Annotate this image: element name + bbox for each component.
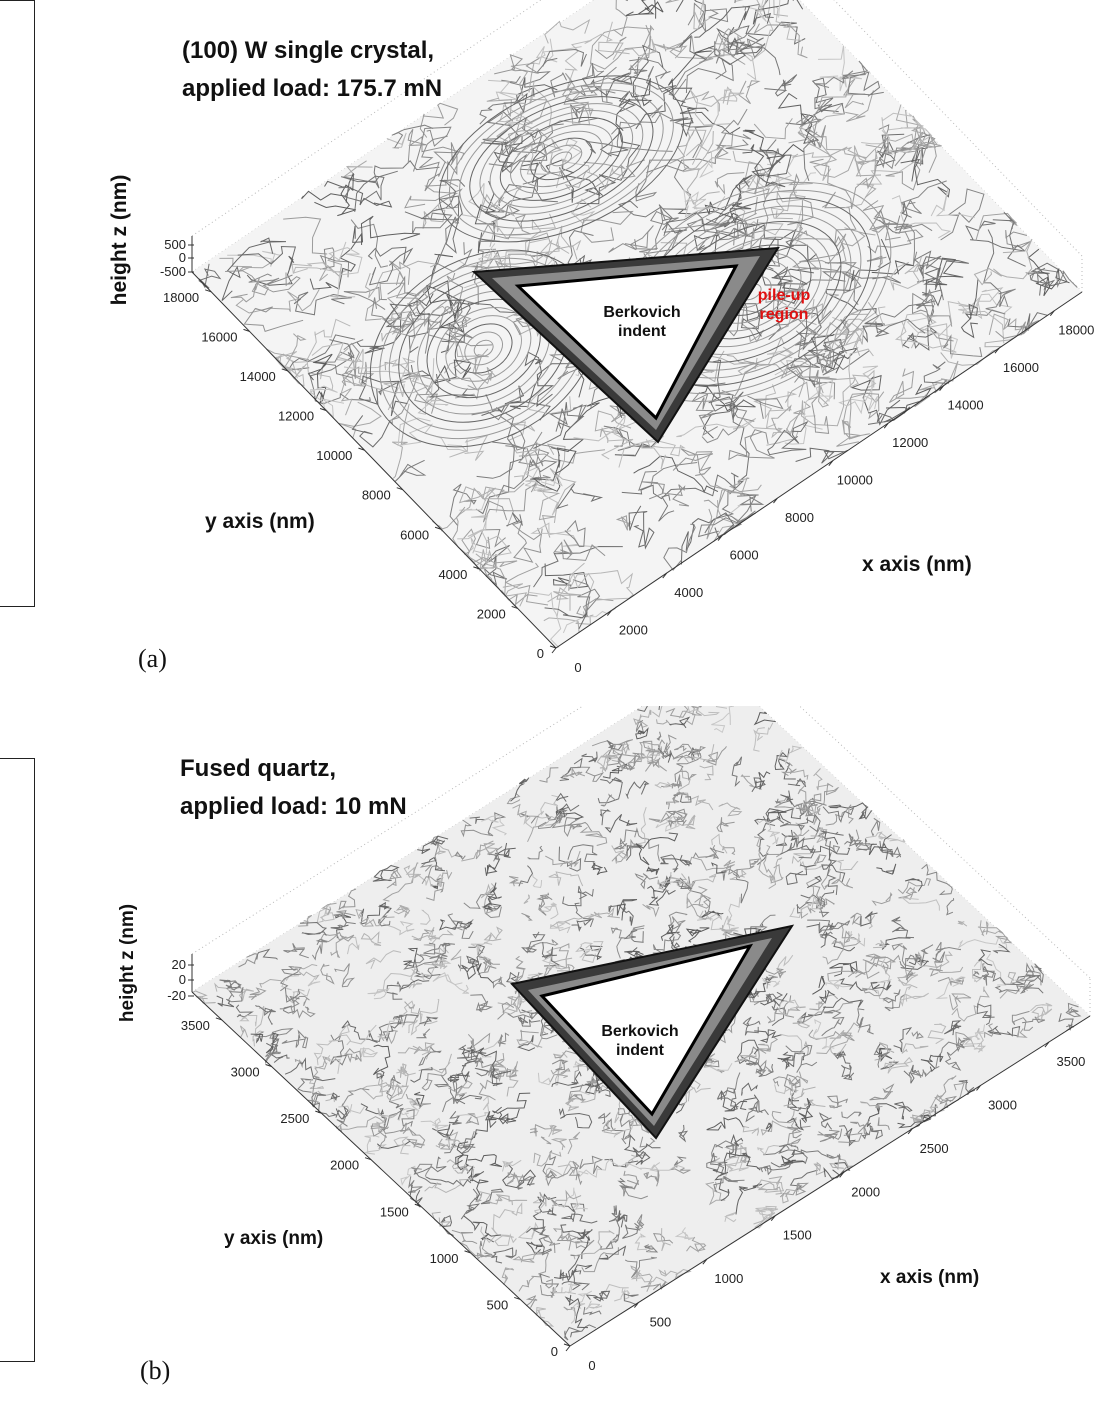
z-tick-label: 500 bbox=[164, 237, 186, 252]
x-tick-label: 6000 bbox=[730, 548, 759, 563]
x-tick-label: 1000 bbox=[714, 1271, 743, 1286]
x-tick-label: 8000 bbox=[785, 510, 814, 525]
x-tick-label: 0 bbox=[574, 660, 581, 675]
x-tick-label: 2000 bbox=[619, 623, 648, 638]
y-axis-title-b: y axis (nm) bbox=[224, 1228, 324, 1249]
cropped-frame-edge bbox=[0, 758, 35, 1362]
z-tick-label: 0 bbox=[179, 250, 186, 265]
x-tick-label: 10000 bbox=[837, 473, 873, 488]
x-tick-label: 500 bbox=[650, 1315, 672, 1330]
annotation-label: Berkovich bbox=[601, 1023, 678, 1040]
panel-a-tungsten-surface: 0 2000 4000 6000 8000 10000 12000 14000 16000 180… bbox=[0, 0, 1100, 700]
annotation-label: indent bbox=[616, 1042, 665, 1059]
chart-title-a: (100) W single crystal, applied load: 17… bbox=[182, 32, 442, 108]
z-axis-title-a: height z (nm) bbox=[108, 174, 131, 306]
z-tick-label: -20 bbox=[167, 988, 186, 1003]
x-tick-label: 4000 bbox=[674, 585, 703, 600]
surface-plot-a: 0 2000 4000 6000 8000 10000 12000 14000 16000 180… bbox=[160, 0, 1094, 675]
x-tick-label: 0 bbox=[588, 1358, 595, 1373]
title-line-1: (100) W single crystal, bbox=[182, 37, 435, 64]
tick-labels: 0 2000 4000 6000 8000 10000 12000 14000 16000 180… bbox=[160, 237, 1094, 675]
y-tick-label: 12000 bbox=[278, 409, 314, 424]
y-tick-label: 14000 bbox=[240, 369, 276, 384]
y-axis-title-a: y axis (nm) bbox=[205, 510, 315, 533]
annotation-label: pile-up bbox=[758, 287, 811, 304]
x-tick-label: 18000 bbox=[1058, 323, 1094, 338]
panel-label-a: (a) bbox=[138, 644, 167, 673]
y-tick-label: 6000 bbox=[400, 527, 429, 542]
z-tick-label: -500 bbox=[160, 264, 186, 279]
x-tick-label: 2000 bbox=[851, 1184, 880, 1199]
y-tick-label: 8000 bbox=[362, 488, 391, 503]
y-tick-label: 3500 bbox=[181, 1018, 210, 1033]
y-tick-label: 4000 bbox=[438, 567, 467, 582]
z-axis-title-b: height z (nm) bbox=[117, 903, 138, 1023]
x-tick-label: 3000 bbox=[988, 1097, 1017, 1112]
tick-labels: 0 500 1000 1500 2000 2500 3000 3500 0 500 1000 1500… bbox=[167, 957, 1085, 1373]
berkovich-indent bbox=[510, 924, 795, 1140]
x-tick-label: 12000 bbox=[892, 435, 928, 450]
title-line-1: Fused quartz, bbox=[180, 755, 337, 782]
z-tick-label: 0 bbox=[179, 972, 186, 987]
y-tick-label: 0 bbox=[537, 646, 544, 661]
y-tick-label: 2500 bbox=[280, 1111, 309, 1126]
chart-title-b: Fused quartz, applied load: 10 mN bbox=[180, 750, 407, 826]
annotation-label: region bbox=[760, 306, 809, 323]
contour-rings bbox=[369, 75, 892, 448]
title-line-2: applied load: 175.7 mN bbox=[182, 75, 443, 102]
x-tick-label: 3500 bbox=[1056, 1054, 1085, 1069]
berkovich-indent bbox=[471, 246, 780, 444]
annotation-label: indent bbox=[618, 323, 667, 340]
y-tick-label: 1000 bbox=[430, 1251, 459, 1266]
y-tick-label: 2000 bbox=[330, 1158, 359, 1173]
x-tick-label: 2500 bbox=[920, 1141, 949, 1156]
x-tick-label: 1500 bbox=[783, 1228, 812, 1243]
y-tick-label: 2000 bbox=[477, 606, 506, 621]
title-line-2: applied load: 10 mN bbox=[180, 793, 407, 820]
x-axis-title-b: x axis (nm) bbox=[880, 1267, 980, 1288]
y-tick-label: 500 bbox=[487, 1297, 509, 1312]
y-tick-label: 0 bbox=[551, 1344, 558, 1359]
surface-plot-b: 0 500 1000 1500 2000 2500 3000 3500 0 500 1000 1500… bbox=[167, 706, 1091, 1373]
cropped-frame-edge bbox=[0, 0, 35, 607]
y-tick-label: 10000 bbox=[316, 448, 352, 463]
annotation-label: Berkovich bbox=[603, 304, 680, 321]
z-tick-label: 20 bbox=[172, 957, 186, 972]
y-tick-label: 3000 bbox=[231, 1065, 260, 1080]
y-tick-label: 1500 bbox=[380, 1204, 409, 1219]
y-tick-label: 18000 bbox=[163, 290, 199, 305]
panel-b-quartz-surface: 0 500 1000 1500 2000 2500 3000 3500 0 500 1000 1500… bbox=[0, 706, 1100, 1406]
axes bbox=[191, 954, 1091, 1347]
surface-texture bbox=[198, 0, 1078, 649]
axes bbox=[191, 236, 1083, 649]
x-tick-label: 16000 bbox=[1003, 360, 1039, 375]
y-tick-label: 16000 bbox=[201, 329, 237, 344]
x-axis-title-a: x axis (nm) bbox=[862, 553, 972, 576]
x-tick-label: 14000 bbox=[948, 398, 984, 413]
panel-label-b: (b) bbox=[140, 1356, 171, 1385]
